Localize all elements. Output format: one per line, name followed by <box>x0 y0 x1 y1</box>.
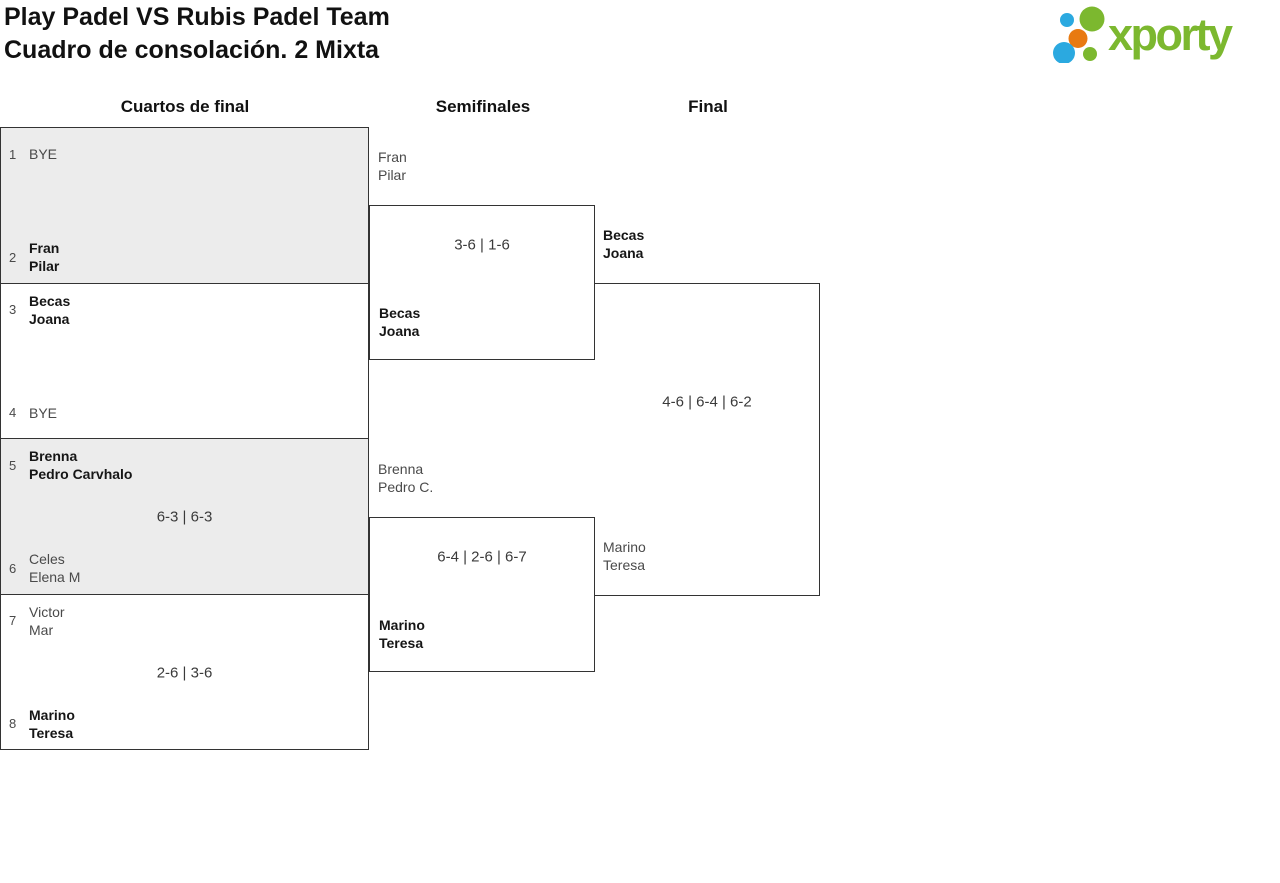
team-row: 4 BYE <box>9 404 57 422</box>
team-row: Marino Teresa <box>379 616 425 652</box>
player-name: BYE <box>29 146 58 162</box>
quarterfinals-column: 1 BYE 2 Fran Pilar 3 Becas Joana <box>0 127 369 750</box>
team-names: Fran Pilar <box>29 239 59 275</box>
player-name: Brenna <box>378 461 424 477</box>
player-name: Mar <box>29 621 54 638</box>
team-row: 7 Victor Mar <box>9 603 65 639</box>
match-score: 3-6 | 1-6 <box>454 236 510 254</box>
final-entrant-bottom: Marino Teresa <box>603 538 646 574</box>
player-name: Pilar <box>378 167 407 183</box>
match-score: 2-6 | 3-6 <box>156 664 213 681</box>
team-names: Marino Teresa <box>603 538 646 574</box>
team-names: Becas Joana <box>603 226 644 262</box>
player-name: Brenna <box>29 448 78 464</box>
match-score: 6-4 | 2-6 | 6-7 <box>437 548 527 566</box>
seed-number: 4 <box>9 405 17 420</box>
round-header-semifinales: Semifinales <box>435 97 531 116</box>
team-names: Marino Teresa <box>29 706 75 742</box>
player-name: Marino <box>29 706 75 723</box>
player-name: Becas <box>29 292 71 309</box>
qf-match-2: 3 Becas Joana 4 BYE <box>1 282 368 438</box>
final-match: 4-6 | 6-4 | 6-2 <box>595 283 820 596</box>
team-row: 1 BYE <box>9 145 57 163</box>
seed-number: 5 <box>9 457 17 473</box>
xporty-logo-wordmark: xporty <box>1108 9 1233 60</box>
player-name: Marino <box>603 539 646 555</box>
player-name: Fran <box>29 240 60 256</box>
team-names: Becas Joana <box>379 304 420 340</box>
team-names: BYE <box>29 404 57 422</box>
qf-match-3: 5 Brenna Pedro Carvhalo 6-3 | 6-3 6 Cele… <box>1 438 368 594</box>
player-name: Elena M <box>29 569 81 585</box>
qf-match-1: 1 BYE 2 Fran Pilar <box>1 128 368 283</box>
player-name: Joana <box>379 323 420 339</box>
qf-match-4: 7 Victor Mar 2-6 | 3-6 8 Marino Teresa <box>1 593 368 749</box>
player-name: Fran <box>378 149 407 165</box>
sf2-entrant-top: Brenna Pedro C. <box>378 460 433 496</box>
player-name: Teresa <box>603 557 646 573</box>
seed-number: 6 <box>9 560 17 576</box>
xporty-logo-dots-icon <box>1053 6 1105 63</box>
team-names: Marino Teresa <box>379 616 425 652</box>
seed-number: 8 <box>9 716 17 731</box>
player-name: Victor <box>29 603 65 620</box>
team-names: Fran Pilar <box>378 148 407 184</box>
team-names: Brenna Pedro Carvhalo <box>29 447 132 483</box>
player-name: Joana <box>603 245 644 261</box>
team-row: Becas Joana <box>379 304 420 340</box>
player-name: Pedro Carvhalo <box>29 466 133 482</box>
player-name: Teresa <box>29 724 74 741</box>
match-score: 6-3 | 6-3 <box>156 508 213 526</box>
player-name: Joana <box>29 310 70 327</box>
team-row: 5 Brenna Pedro Carvhalo <box>9 447 132 483</box>
final-entrant-top: Becas Joana <box>603 226 644 262</box>
player-name: BYE <box>29 404 58 421</box>
player-name: Becas <box>379 305 421 321</box>
page-subtitle: Cuadro de consolación. 2 Mixta <box>4 36 380 64</box>
team-names: Brenna Pedro C. <box>378 460 433 496</box>
team-names: Becas Joana <box>29 292 70 328</box>
seed-number: 7 <box>9 613 17 628</box>
team-row: 6 Celes Elena M <box>9 550 80 586</box>
team-names: BYE <box>29 145 57 163</box>
sf-match-2: 6-4 | 2-6 | 6-7 Marino Teresa <box>369 517 595 672</box>
seed-number: 2 <box>9 249 17 265</box>
team-row: 2 Fran Pilar <box>9 239 59 275</box>
sf-match-1: 3-6 | 1-6 Becas Joana <box>369 205 595 360</box>
page-title: Play Padel VS Rubis Padel Team <box>4 3 390 31</box>
seed-number: 3 <box>9 302 17 317</box>
player-name: Marino <box>379 617 425 633</box>
match-score: 4-6 | 6-4 | 6-2 <box>662 393 752 411</box>
round-header-cuartos: Cuartos de final <box>120 97 250 116</box>
seed-number: 1 <box>9 146 17 162</box>
player-name: Celes <box>29 551 65 567</box>
team-names: Victor Mar <box>29 603 65 639</box>
player-name: Pilar <box>29 258 60 274</box>
player-name: Becas <box>603 227 645 243</box>
round-header-final: Final <box>688 97 728 116</box>
team-row: 3 Becas Joana <box>9 292 70 328</box>
team-names: Celes Elena M <box>29 550 80 586</box>
player-name: Teresa <box>379 635 424 651</box>
player-name: Pedro C. <box>378 479 434 495</box>
sf1-entrant-top: Fran Pilar <box>378 148 407 184</box>
team-row: 8 Marino Teresa <box>9 706 75 742</box>
